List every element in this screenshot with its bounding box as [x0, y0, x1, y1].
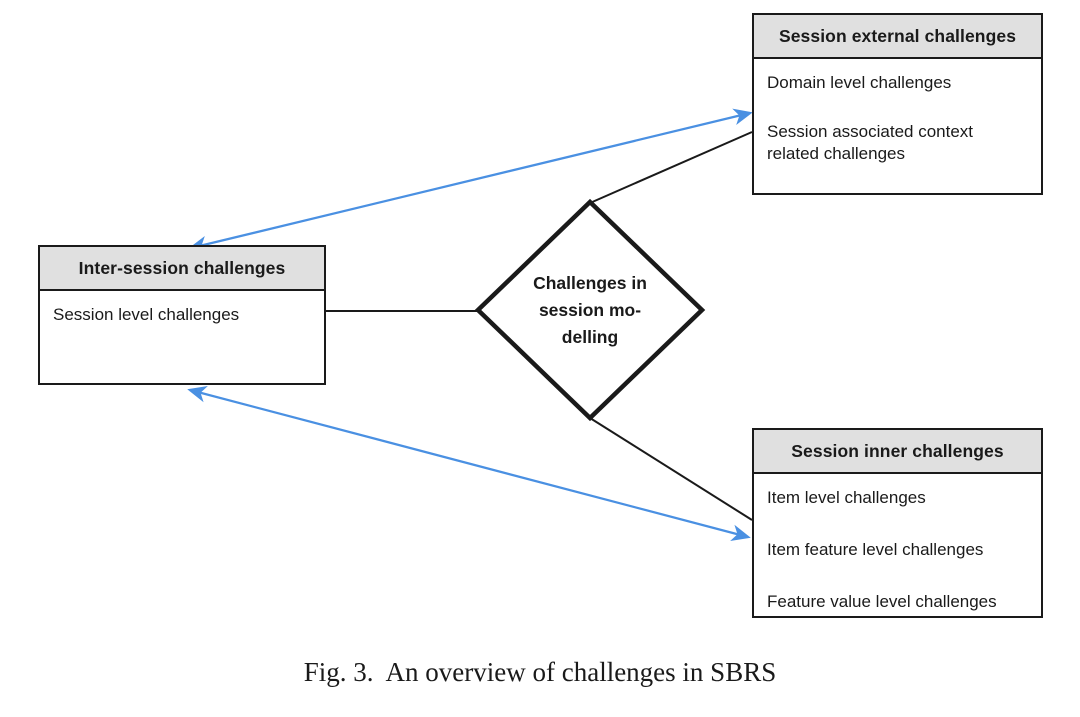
node-inter-session-challenges: Inter-session challenges Session level c…: [38, 245, 326, 385]
challenge-item: Session level challenges: [53, 305, 240, 324]
node-title: Inter-session challenges: [40, 247, 324, 291]
diamond-label-line: Challenges in: [533, 273, 647, 293]
node-title: Session external challenges: [754, 15, 1041, 59]
challenge-item: Session associated context related chall…: [767, 121, 974, 163]
diamond-label-line: delling: [561, 327, 619, 348]
challenge-item: Domain level challenges: [767, 73, 952, 92]
node-session-inner-challenges: Session inner challenges Item level chal…: [752, 428, 1043, 618]
arrow-inter-to-inner: [187, 386, 751, 541]
diamond-shape: [474, 198, 706, 422]
diamond-node: Challenges in session mo- delling: [500, 270, 680, 351]
diamond-label-line: session mo-: [538, 300, 642, 321]
challenge-item: Feature value level challenges: [767, 591, 997, 611]
node-body: Domain level challenges Session associat…: [754, 59, 1041, 174]
node-title: Session inner challenges: [754, 430, 1041, 474]
challenge-item: Item level challenges: [767, 488, 926, 507]
connector-diamond-to-inner-box: [589, 417, 753, 521]
connector-diamond-to-external-box: [589, 131, 753, 204]
node-session-external-challenges: Session external challenges Domain level…: [752, 13, 1043, 195]
arrow-external-to-inter: [188, 108, 753, 253]
challenge-item: Item feature level challenges: [767, 539, 984, 559]
node-body: Item level challenges Item feature level…: [754, 474, 1041, 652]
node-body: Session level challenges: [40, 291, 324, 336]
figure-caption: Fig. 3. An overview of challenges in SBR…: [303, 657, 777, 687]
